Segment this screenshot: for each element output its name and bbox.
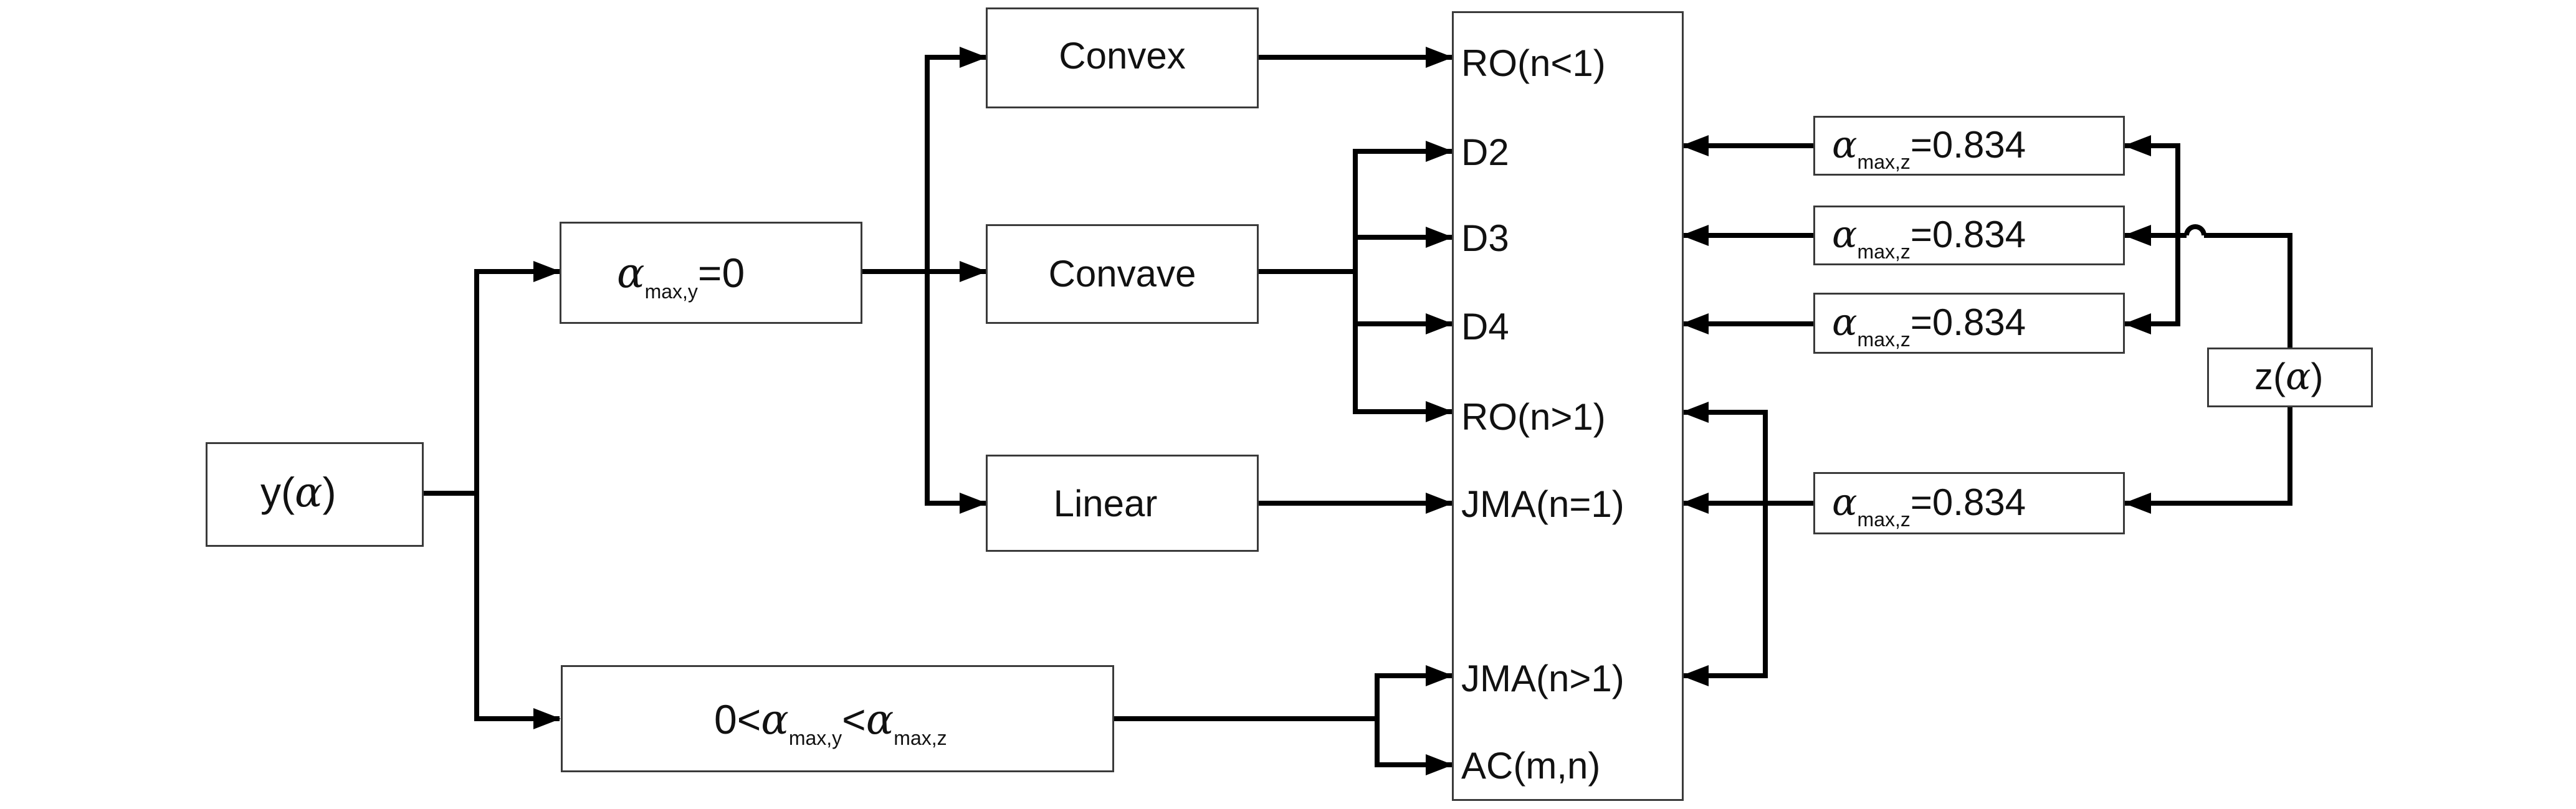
model-ac-m-n: AC(m,n) [1461,745,1601,787]
convave-label: Convave [1048,253,1196,295]
model-jma-n-gt-1: JMA(n>1) [1461,658,1624,699]
zbox-3-label: αmax,z=0.834 [1832,301,2026,350]
connector-to-d2 [1353,141,1453,272]
zbox-2-value: =0.834 [1910,214,2026,255]
mid-range-alpha2: α [866,696,894,744]
connector-z-hop [2184,224,2206,236]
y-node-close: ) [322,469,336,515]
connector-to-linear [925,272,987,514]
y-node-open: ( [281,469,295,515]
mid-range-label: 0<αmax,y<αmax,z [714,696,947,748]
model-d2: D2 [1461,131,1509,173]
alpha-zero-subscript: max,y [644,280,698,303]
connector-return-to-jma-n-gt-1 [1681,503,1768,686]
zbox-1-alpha: α [1832,123,1858,167]
mid-range-sub2: max,z [894,727,947,749]
alpha-zero-label: αmax,y=0 [617,249,745,301]
convex-label: Convex [1059,35,1186,77]
models-box [1452,11,1684,801]
zbox-4-subscript: max,z [1857,508,1911,531]
mid-range-prefix: 0< [714,696,761,742]
linear-box [986,455,1259,552]
z-node-box [2207,348,2373,407]
model-d4: D4 [1461,306,1509,348]
convex-box [986,7,1259,108]
model-ro-n-gt-1: RO(n>1) [1461,396,1606,438]
convave-box [986,224,1259,324]
connector-z-bus-top [2124,135,2187,238]
linear-label: Linear [1053,483,1158,524]
zbox-3-value: =0.834 [1910,301,2026,343]
y-node-box [206,442,424,547]
mid-range-box [561,665,1114,772]
zbox-1-subscript: max,z [1857,151,1911,173]
zbox-1-value: =0.834 [1910,124,2026,166]
z-node-name: z [2254,356,2273,397]
z-node-alpha: α [2285,355,2311,399]
z-node-close: ) [2311,356,2324,397]
alpha-zero-rest: =0 [697,250,745,296]
zbox-2-subscript: max,z [1857,240,1911,263]
connector-to-ac [1375,719,1453,775]
connector-z-bus-bottom [2124,235,2180,334]
connector-z-to-zbox4 [2124,406,2292,514]
zbox-2-alpha: α [1832,213,1858,257]
connector-y-to-alpha-zero [474,261,561,493]
mid-range-mid: < [842,696,866,742]
zbox-4 [1813,472,2125,534]
connector-to-d4 [1353,272,1453,334]
zbox-4-label: αmax,z=0.834 [1832,481,2026,530]
connector-to-convex [925,47,987,272]
connector-return-to-ro-n-gt-1 [1681,402,1768,503]
zbox-4-value: =0.834 [1910,481,2026,523]
zbox-2 [1813,206,2125,265]
y-node-label: y(α) [260,471,336,513]
mid-range-alpha1: α [761,696,789,744]
zbox-3-subscript: max,z [1857,328,1911,351]
zbox-4-alpha: α [1832,481,1858,524]
connector-z-up [2204,233,2292,348]
z-node-label: z(α) [2254,356,2324,397]
y-node-alpha: α [294,468,323,516]
zbox-3-alpha: α [1832,301,1858,344]
model-ro-n-lt-1: RO(n<1) [1461,42,1606,84]
zbox-1 [1813,116,2125,176]
connector-y-to-mid-range [474,493,561,729]
alpha-zero-symbol: α [617,249,645,297]
zbox-1-label: αmax,z=0.834 [1832,123,2026,173]
z-node-open: ( [2273,356,2286,397]
model-jma-n-1: JMA(n=1) [1461,483,1624,525]
connector-to-ro-n-gt-1 [1353,324,1453,422]
alpha-zero-box [560,222,862,324]
mid-range-sub1: max,y [788,727,842,749]
zbox-2-label: αmax,z=0.834 [1832,214,2026,262]
zbox-3 [1813,293,2125,354]
connector-to-jma-n-gt-1 [1375,665,1453,719]
y-node-name: y [260,469,281,515]
model-d3: D3 [1461,217,1509,259]
